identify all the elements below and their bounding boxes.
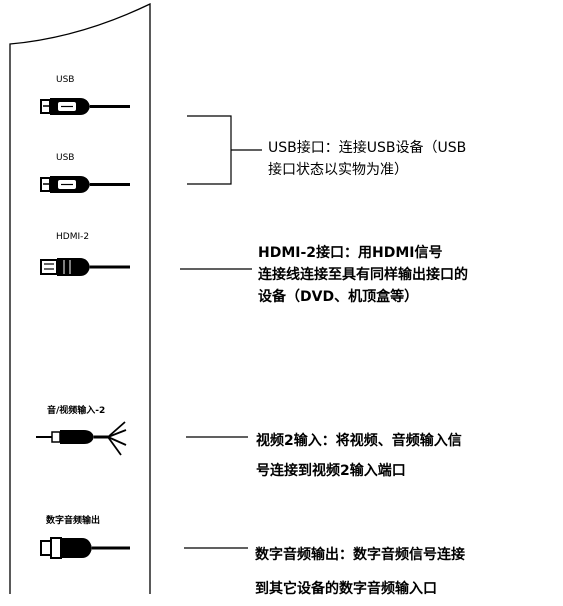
spdif-port-label: 数字音频输出	[46, 516, 101, 526]
panel-outline	[9, 2, 151, 594]
hdmi-description-line: HDMI-2接口：用HDMI信号	[258, 245, 443, 261]
hdmi-plug-icon	[40, 258, 130, 276]
optical-plug-icon	[40, 537, 130, 559]
spdif-description: 数字音频输出：数字音频信号连接 到其它设备的数字音频输入口	[255, 538, 465, 606]
av-description-line: 号连接到视频2输入端口	[256, 463, 406, 479]
spdif-description-line: 到其它设备的数字音频输入口	[255, 581, 437, 597]
usb-description-line: USB接口：连接USB设备（USB	[268, 140, 467, 156]
spdif-description-line: 数字音频输出：数字音频信号连接	[255, 547, 465, 563]
hdmi-description-line: 设备（DVD、机顶盒等）	[258, 289, 419, 305]
av-port-label: 音/视频输入-2	[47, 406, 106, 416]
usb-bracket-leader	[187, 115, 262, 185]
av-cable-icon	[36, 421, 127, 456]
hdmi-description-line: 连接线连接至具有同样输出接口的	[258, 267, 468, 283]
av-description: 视频2输入：将视频、音频输入信 号连接到视频2输入端口	[256, 426, 462, 486]
av-description-line: 视频2输入：将视频、音频输入信	[256, 433, 462, 449]
hdmi-port-label: HDMI-2	[56, 232, 90, 242]
usb1-port-label: USB	[56, 75, 75, 85]
usb-plug-icon	[40, 176, 130, 193]
usb-description: USB接口：连接USB设备（USB 接口状态以实物为准）	[268, 137, 466, 181]
usb-description-line: 接口状态以实物为准）	[268, 162, 408, 178]
hdmi-description: HDMI-2接口：用HDMI信号 连接线连接至具有同样输出接口的 设备（DVD、…	[258, 242, 468, 308]
usb-plug-icon	[40, 98, 130, 115]
usb2-port-label: USB	[56, 153, 75, 163]
